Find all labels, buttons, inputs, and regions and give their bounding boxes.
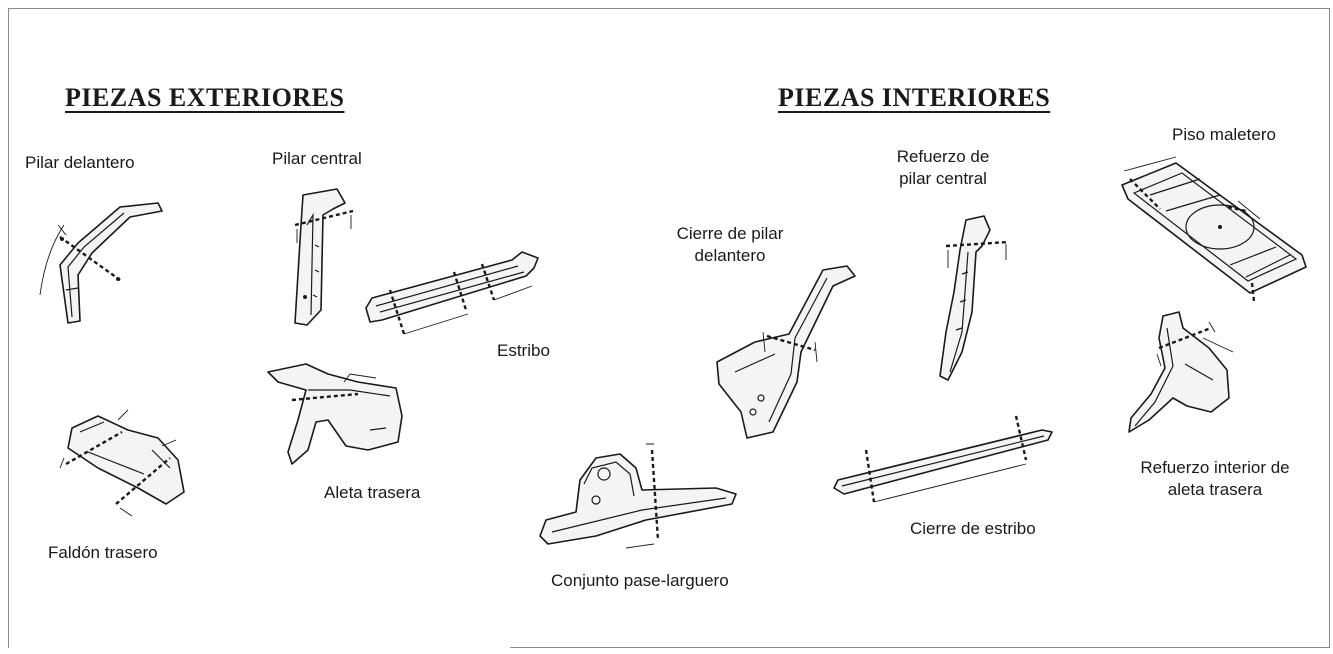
label-aleta-trasera: Aleta trasera (324, 483, 421, 502)
pilar-delantero-illustration (39, 202, 163, 324)
label-piso-maletero: Piso maletero (1172, 125, 1276, 144)
cierre-estribo-illustration (833, 415, 1053, 503)
aleta-trasera-illustration (267, 363, 403, 465)
label-pilar-delantero: Pilar delantero (25, 153, 135, 172)
refuerzo-pilar-central-illustration (939, 215, 1009, 381)
label-refuerzo-aleta-trasera-line2: aleta trasera (1167, 480, 1263, 499)
label-refuerzo-aleta-trasera: Refuerzo interior de aleta trasera (1115, 457, 1315, 501)
label-conjunto-pase-larguero: Conjunto pase-larguero (551, 571, 729, 590)
label-cierre-pilar-delantero: Cierre de pilar delantero (655, 223, 805, 267)
label-cierre-pilar-delantero-line1: Cierre de pilar (676, 224, 784, 243)
label-estribo: Estribo (497, 341, 550, 360)
pilar-central-illustration (294, 188, 354, 326)
cierre-pilar-delantero-illustration (716, 265, 856, 439)
label-refuerzo-pilar-central: Refuerzo de pilar central (878, 146, 1008, 190)
faldon-trasero-illustration (59, 409, 185, 517)
frame-bottom-rule (510, 647, 1330, 648)
label-faldon-trasero: Faldón trasero (48, 543, 158, 562)
piso-maletero-illustration (1121, 156, 1307, 302)
label-refuerzo-pilar-central-line1: Refuerzo de (896, 147, 990, 166)
heading-interior: PIEZAS INTERIORES (778, 83, 1051, 112)
refuerzo-aleta-trasera-illustration (1128, 311, 1234, 433)
label-refuerzo-pilar-central-line2: pilar central (899, 169, 987, 188)
label-refuerzo-aleta-trasera-line1: Refuerzo interior de (1140, 458, 1290, 477)
label-pilar-central: Pilar central (272, 149, 362, 168)
label-cierre-estribo: Cierre de estribo (910, 519, 1036, 538)
heading-exterior: PIEZAS EXTERIORES (65, 83, 345, 112)
label-cierre-pilar-delantero-line2: delantero (694, 246, 766, 265)
diagram-frame (8, 8, 1330, 648)
conjunto-pase-larguero-illustration (539, 443, 737, 549)
estribo-illustration (365, 251, 539, 335)
